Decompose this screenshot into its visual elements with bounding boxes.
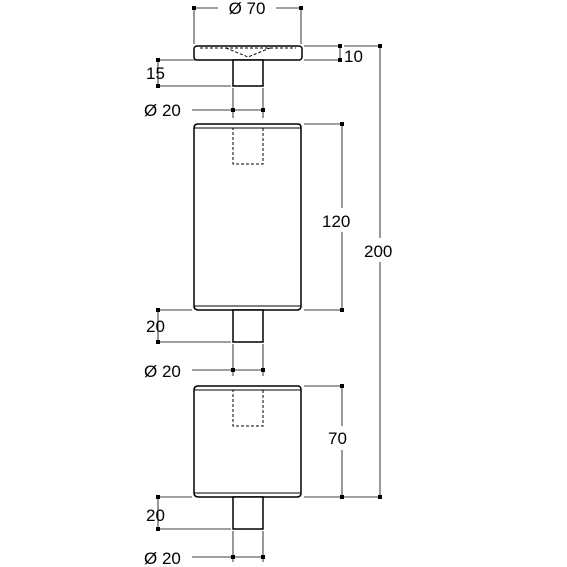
short-height-label: 70 [328, 429, 347, 448]
cap-pin-diameter-label: Ø 20 [144, 101, 181, 120]
total-height-dimension: 200 [344, 44, 392, 499]
short-height-dimension: 70 [304, 384, 347, 499]
short-pin-height-label: 20 [146, 506, 165, 525]
long-pin-diameter-label: Ø 20 [144, 362, 181, 381]
total-height-label: 200 [364, 242, 392, 261]
short-pin-diameter-label: Ø 20 [144, 549, 181, 567]
top-diameter-label: Ø 70 [229, 0, 266, 18]
long-cylinder-part [193, 123, 302, 343]
cap-pin-height-label: 15 [146, 64, 165, 83]
cap-pin-height-dimension: 15 [146, 58, 231, 88]
long-pin-diameter-dimension: Ø 20 [144, 344, 265, 381]
cap-part [193, 45, 303, 87]
long-height-dimension: 120 [304, 122, 350, 312]
short-pin-diameter-dimension: Ø 20 [144, 531, 265, 567]
top-diameter-dimension: Ø 70 [192, 0, 303, 44]
cap-pin-diameter-dimension: Ø 20 [144, 88, 265, 120]
cap-thickness-dimension: 10 [304, 44, 363, 66]
short-cylinder-part [193, 385, 302, 530]
cap-thickness-label: 10 [344, 47, 363, 66]
long-height-label: 120 [322, 212, 350, 231]
long-pin-height-label: 20 [146, 317, 165, 336]
long-pin-height-dimension: 20 [146, 308, 231, 344]
short-pin-height-dimension: 20 [146, 495, 231, 531]
